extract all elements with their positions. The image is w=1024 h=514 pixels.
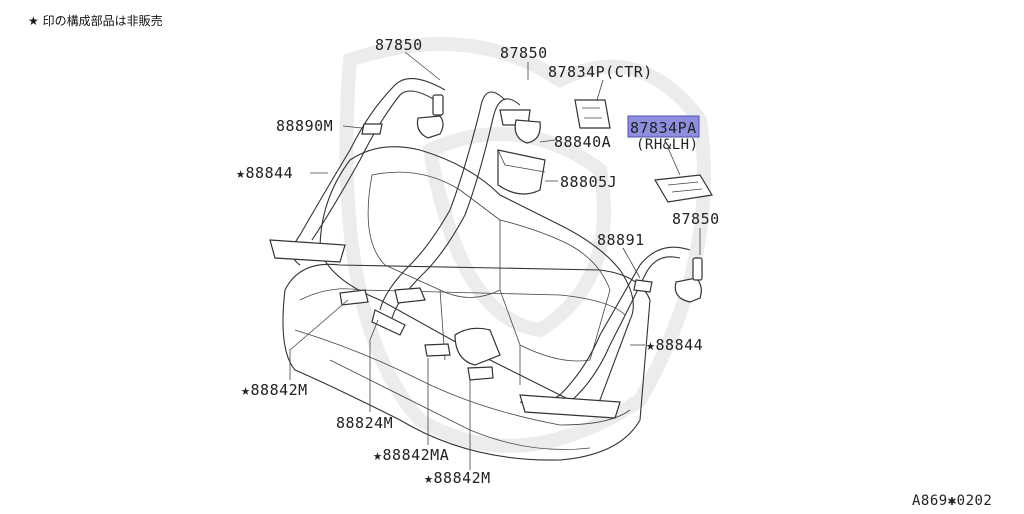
rear-seat-cushion [282,263,651,461]
label-87850-top-center: 87850 [500,44,548,62]
watermark [339,37,711,453]
label-88842m-left: ★88842M [241,381,308,399]
diagram-code: A869✱0202 [912,493,992,509]
label-87834p-ctr: 87834P(CTR) [548,63,653,81]
label-88890m: 88890M [276,117,333,135]
right-belt [519,246,703,419]
label-88824m: 88824M [336,414,393,432]
label-88840a: 88840A [554,133,611,151]
label-88805j: 88805J [560,173,617,191]
leader-lines [289,51,701,470]
left-belt [269,78,446,266]
label-88842m-center: ★88842M [424,469,491,487]
buckles [339,287,501,381]
trim-plates [574,99,713,203]
part-labels: 87850 87850 87834P(CTR) 87834PA (RH&LH) … [236,36,992,509]
highlight-87834pa [627,115,700,138]
label-87834pa-sub: (RH&LH) [636,137,699,153]
label-88844-left: ★88844 [236,164,293,182]
non-sale-note: ★ 印の構成部品は非販売 [28,14,163,28]
label-87850-top-left: 87850 [375,36,423,54]
label-88891: 88891 [597,231,645,249]
center-belt [379,91,546,319]
label-88842ma: ★88842MA [373,446,449,464]
label-87850-right: 87850 [672,210,720,228]
label-88844-right: ★88844 [646,336,703,354]
label-87834pa: 87834PA [630,119,697,137]
